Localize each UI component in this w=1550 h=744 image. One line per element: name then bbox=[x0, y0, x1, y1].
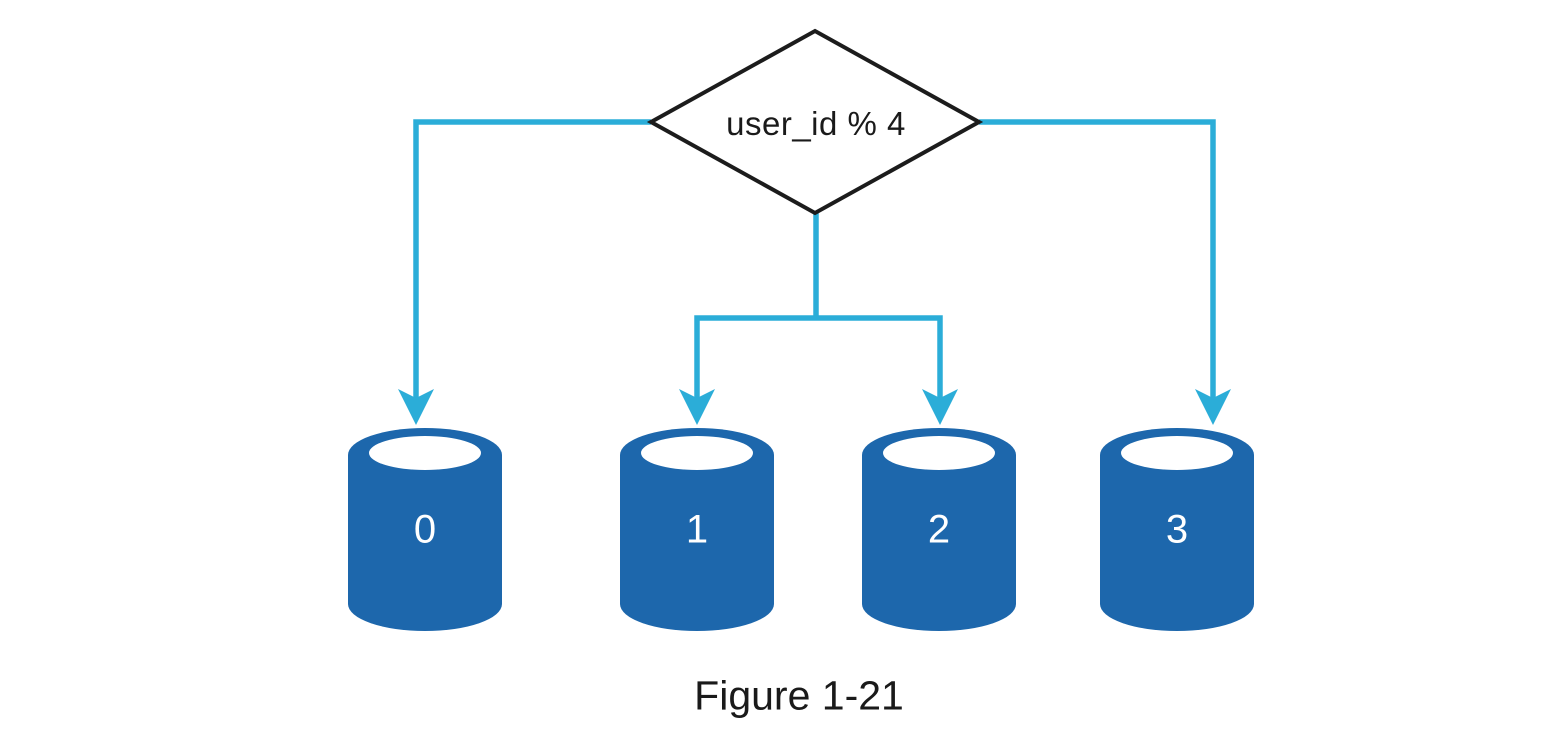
database-icon-1 bbox=[620, 428, 774, 631]
arrow-down-icon bbox=[679, 389, 715, 425]
shard-label-1: 1 bbox=[685, 507, 709, 552]
shard-label-0: 0 bbox=[413, 507, 437, 552]
shard-label-2: 2 bbox=[927, 507, 951, 552]
shard-label-3: 3 bbox=[1165, 507, 1189, 552]
figure-caption: Figure 1-21 bbox=[694, 672, 904, 719]
arrow-down-icon bbox=[1195, 389, 1231, 425]
arrow-down-icon bbox=[922, 389, 958, 425]
database-icon-3 bbox=[1100, 428, 1254, 631]
connector-shard-3 bbox=[979, 119, 1231, 425]
database-icon-2 bbox=[862, 428, 1016, 631]
decision-node-label: user_id % 4 bbox=[726, 105, 906, 142]
arrow-down-icon bbox=[398, 389, 434, 425]
connector-middle-split bbox=[679, 213, 958, 425]
connector-shard-0 bbox=[398, 119, 651, 425]
decision-diamond bbox=[646, 28, 984, 216]
database-icon-0 bbox=[348, 428, 502, 631]
